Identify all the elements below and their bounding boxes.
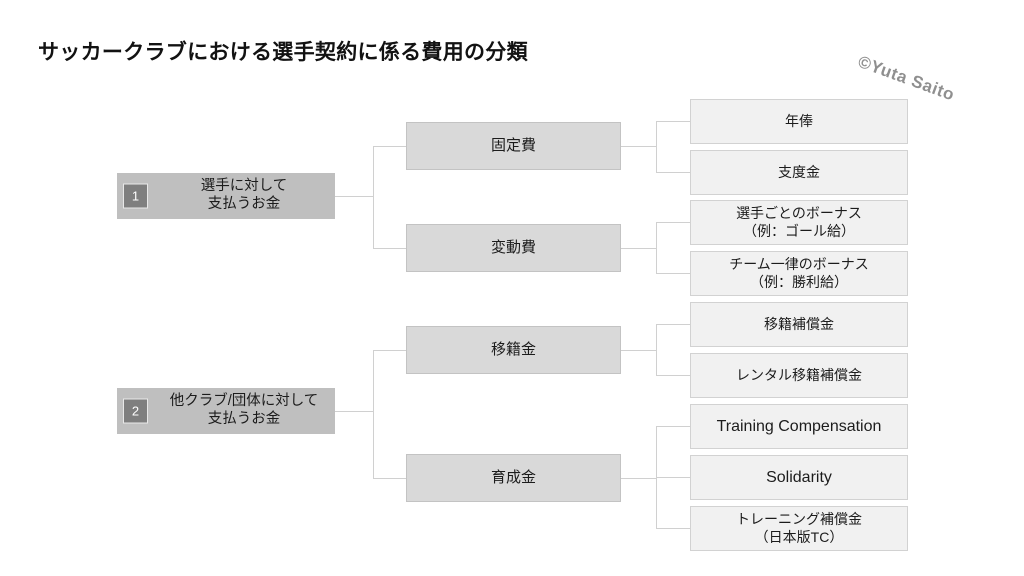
level3-box-transfer-compensation[interactable]: 移籍補償金	[690, 302, 908, 347]
level2-box-training-fee[interactable]: 育成金	[406, 454, 621, 502]
level1-box-players[interactable]: 1 選手に対して 支払うお金	[117, 173, 335, 219]
level1-label-other-clubs-line1: 他クラブ/団体に対して	[169, 393, 319, 410]
connector-branch2-stem	[335, 411, 373, 412]
connector-variable-to-leaf1	[656, 222, 690, 223]
level1-label-other-clubs: 他クラブ/団体に対して 支払うお金	[165, 393, 335, 428]
level3-label-annual-salary: 年俸	[785, 112, 813, 129]
connector-transfer-to-leaf2	[656, 375, 690, 376]
connector-branch2-to-transfer	[373, 350, 406, 351]
connector-training-to-leaf2	[656, 477, 690, 478]
level3-label-loan-transfer-compensation: レンタル移籍補償金	[736, 366, 862, 383]
connector-training-to-leaf3	[656, 528, 690, 529]
level1-label-players-line1: 選手に対して	[200, 178, 288, 195]
connector-fixed-stem	[621, 146, 656, 147]
level3-box-solidarity[interactable]: Solidarity	[690, 455, 908, 500]
level3-box-training-compensation[interactable]: Training Compensation	[690, 404, 908, 449]
level3-label-japan-tc-line1: トレーニング補償金	[736, 511, 862, 528]
connector-branch2-spine	[373, 350, 374, 478]
connector-branch1-stem	[335, 196, 373, 197]
level3-label-preparation-fee: 支度金	[778, 163, 820, 180]
level3-box-annual-salary[interactable]: 年俸	[690, 99, 908, 144]
level1-label-players-line2: 支払うお金	[207, 196, 281, 212]
level2-box-variable-cost[interactable]: 変動費	[406, 224, 621, 272]
level3-box-team-bonus[interactable]: チーム一律のボーナス （例：勝利給）	[690, 251, 908, 296]
level1-label-players: 選手に対して 支払うお金	[165, 178, 335, 213]
connector-branch2-to-training	[373, 478, 406, 479]
level1-badge-1: 1	[123, 183, 148, 209]
level3-box-japan-tc[interactable]: トレーニング補償金 （日本版TC）	[690, 506, 908, 551]
level3-label-japan-tc: トレーニング補償金 （日本版TC）	[736, 511, 862, 545]
copyright-watermark: ©Yuta Saito	[855, 52, 958, 105]
connector-transfer-spine	[656, 324, 657, 375]
level2-box-fixed-cost[interactable]: 固定費	[406, 122, 621, 170]
level1-box-other-clubs[interactable]: 2 他クラブ/団体に対して 支払うお金	[117, 388, 335, 434]
level3-label-team-bonus: チーム一律のボーナス （例：勝利給）	[729, 256, 869, 290]
level3-label-player-bonus-line1: 選手ごとのボーナス	[736, 205, 862, 222]
connector-training-stem	[621, 478, 656, 479]
connector-fixed-spine	[656, 121, 657, 172]
level2-box-transfer-fee[interactable]: 移籍金	[406, 326, 621, 374]
page-title: サッカークラブにおける選手契約に係る費用の分類	[38, 41, 528, 64]
connector-training-to-leaf1	[656, 426, 690, 427]
level3-label-player-bonus: 選手ごとのボーナス （例：ゴール給）	[736, 205, 862, 239]
level3-label-transfer-compensation: 移籍補償金	[764, 315, 834, 332]
level3-label-japan-tc-line2: （日本版TC）	[754, 528, 844, 545]
level3-label-solidarity: Solidarity	[766, 468, 832, 486]
level3-box-loan-transfer-compensation[interactable]: レンタル移籍補償金	[690, 353, 908, 398]
level1-badge-2: 2	[123, 398, 148, 424]
level3-box-preparation-fee[interactable]: 支度金	[690, 150, 908, 195]
level1-label-other-clubs-line2: 支払うお金	[207, 411, 281, 427]
connector-fixed-to-leaf1	[656, 121, 690, 122]
connector-transfer-to-leaf1	[656, 324, 690, 325]
connector-fixed-to-leaf2	[656, 172, 690, 173]
level3-label-player-bonus-line2: （例：ゴール給）	[743, 222, 855, 239]
connector-transfer-stem	[621, 350, 656, 351]
connector-variable-stem	[621, 248, 656, 249]
level3-label-training-compensation: Training Compensation	[716, 417, 882, 435]
level3-label-team-bonus-line1: チーム一律のボーナス	[729, 256, 869, 273]
connector-branch1-to-variable	[373, 248, 406, 249]
level3-box-player-bonus[interactable]: 選手ごとのボーナス （例：ゴール給）	[690, 200, 908, 245]
connector-variable-spine	[656, 222, 657, 273]
level3-label-team-bonus-line2: （例：勝利給）	[750, 273, 848, 290]
connector-branch1-to-fixed	[373, 146, 406, 147]
connector-branch1-spine	[373, 146, 374, 248]
connector-variable-to-leaf2	[656, 273, 690, 274]
